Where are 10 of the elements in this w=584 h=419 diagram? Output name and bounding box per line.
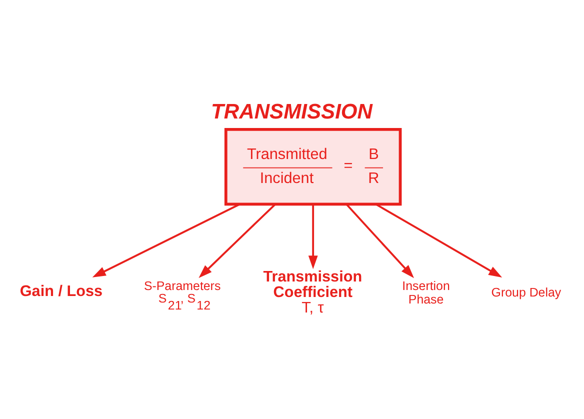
arrow [376,204,502,278]
diagram-title: TRANSMISSION [211,100,373,124]
node-text: Insertion Phase [402,278,450,306]
node-text: Group Delay [491,286,562,300]
arrow [308,204,318,270]
arrow [92,204,240,278]
node-text: Gain / Loss [20,283,103,300]
arrow [198,204,276,278]
node-text: Transmission Coefficient Τ, τ [263,268,362,316]
arrow [346,204,414,278]
